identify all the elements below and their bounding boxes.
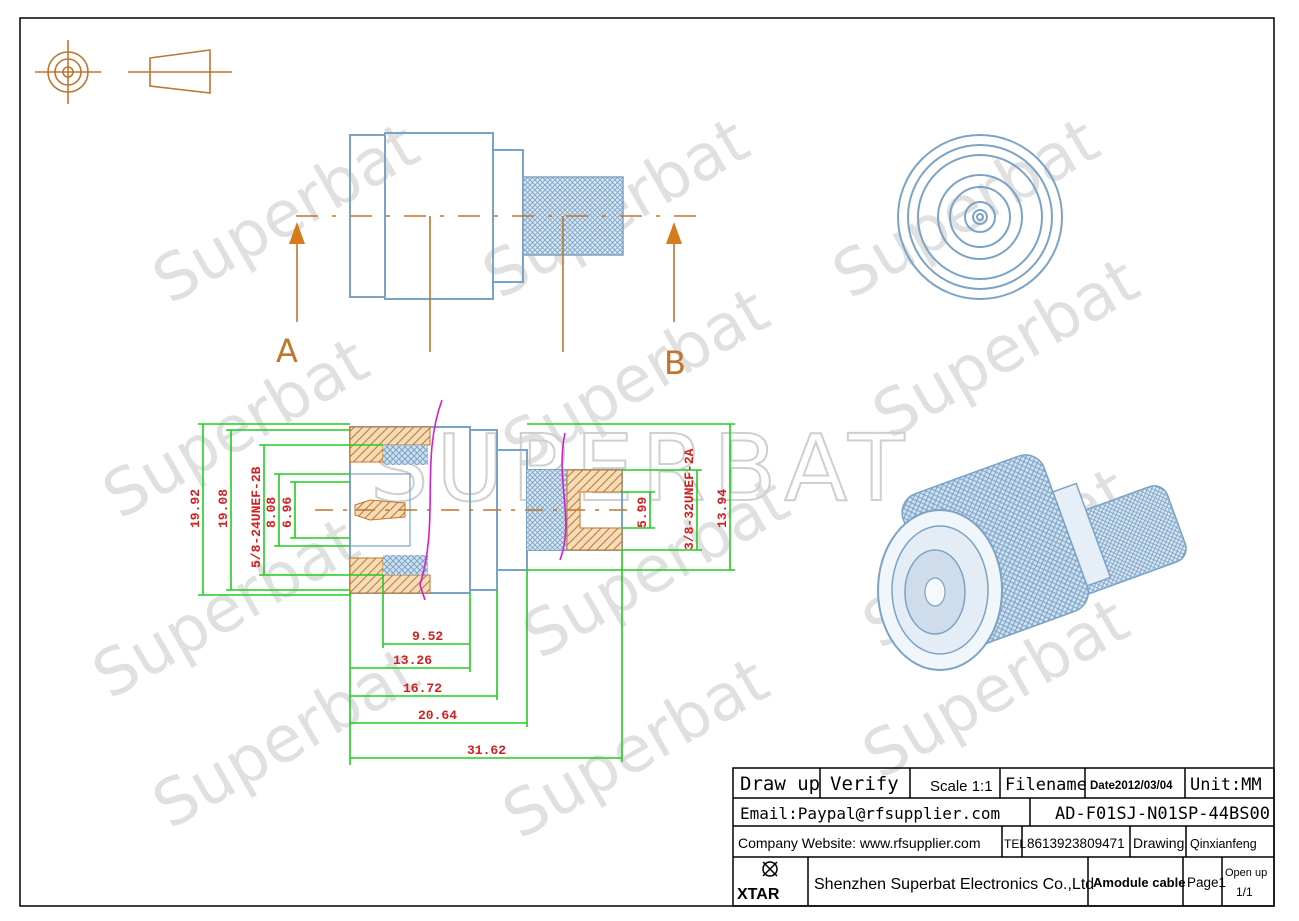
side-view [289,132,700,352]
dimension-lines [198,423,735,765]
tb-date: Date2012/03/04 [1090,780,1173,792]
tb-part-no: AD-F01SJ-N01SP-44BS00 [1055,804,1270,824]
dim-13-26: 13.26 [393,653,432,668]
watermark-1: Superbat [141,109,431,319]
tb-company: Shenzhen Superbat Electronics Co.,Ltd [814,876,1094,893]
tb-product: Amodule cable [1093,875,1185,890]
dim-6-96: 6.96 [280,497,295,528]
section-label-b: B [664,344,686,382]
dim-9-52: 9.52 [412,629,443,644]
dim-20-64: 20.64 [418,708,457,723]
section-label-a: A [276,332,298,370]
tb-drawing: Drawing [1133,835,1184,851]
tb-open-up: Open up [1225,867,1267,879]
xtar-logo-icon [762,861,778,877]
tb-open-up-count: 1/1 [1236,885,1253,899]
dim-13-94: 13.94 [715,489,730,528]
front-view [897,134,1063,300]
title-block [732,767,1275,907]
dim-31-62: 31.62 [467,743,506,758]
dim-19-08: 19.08 [216,489,231,528]
dim-8-08: 8.08 [264,497,279,528]
tb-filename: Filename [1005,775,1087,795]
tb-tel: 8613923809471 [1027,836,1125,851]
tb-website: Company Website: www.rfsupplier.com [738,835,981,851]
tb-unit: Unit:MM [1190,775,1262,795]
watermark-11: Superbat [491,644,781,854]
tb-tel-label: TEL [1004,837,1026,851]
tb-email: Email:Paypal@rfsupplier.com [740,804,1000,823]
dim-thread-left: 5/8-24UNEF-2B [249,466,264,568]
isometric-view [877,454,1187,671]
tb-scale: Scale 1:1 [930,778,993,795]
dim-5-99: 5.99 [635,497,650,528]
drawing-border [19,17,1275,907]
watermark-big: SUPERBAT [370,415,912,522]
tb-logo: XTAR [737,886,780,903]
watermark-4: Superbat [91,324,381,534]
tb-verify: Verify [830,773,899,795]
section-view [315,399,640,601]
tb-drawer: Qinxianfeng [1190,837,1257,851]
projection-symbol [35,40,232,104]
dim-19-92: 19.92 [188,489,203,528]
tb-draw-up: Draw up [740,773,820,795]
dim-thread-right: 3/8-32UNEF-2A [682,448,697,550]
tb-page: Page1 [1187,875,1226,890]
dim-16-72: 16.72 [403,681,442,696]
